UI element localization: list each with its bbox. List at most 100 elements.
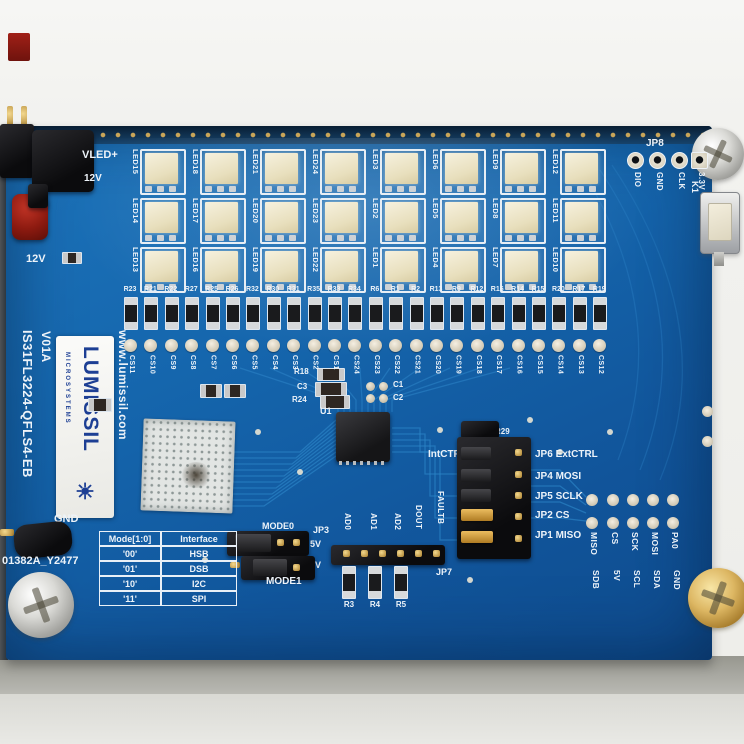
solder-blob	[180, 462, 212, 488]
led-pad	[529, 235, 536, 241]
led	[200, 149, 246, 195]
right-pad	[627, 494, 639, 506]
c1-label: C1	[393, 380, 404, 389]
right-pad-label: SCL	[632, 570, 642, 589]
led	[560, 247, 606, 293]
led-pad	[397, 284, 404, 290]
resistor-label: R35	[307, 286, 321, 293]
led	[380, 198, 426, 244]
mode0-jumper	[227, 531, 309, 556]
led-label: LED5	[431, 198, 440, 219]
led-pad	[277, 284, 284, 290]
header-pin	[7, 106, 13, 128]
led-pad	[289, 284, 296, 290]
resistor	[328, 297, 342, 330]
led-label: LED8	[491, 198, 500, 219]
led	[260, 198, 306, 244]
led-pad	[565, 186, 572, 192]
jp8-pin-pad	[649, 152, 666, 169]
right-pad	[607, 517, 619, 529]
led-label: LED20	[251, 198, 260, 224]
right-pad-label: MISO	[589, 532, 599, 556]
cs-pad	[287, 339, 301, 352]
cs-pad-label: CS2	[311, 355, 319, 370]
cs-pad-label: CS10	[148, 355, 156, 375]
resistor-label: R14	[511, 286, 525, 293]
cs-pad	[450, 339, 464, 352]
led-label: LED4	[431, 247, 440, 268]
c1-pads	[366, 381, 390, 392]
led-label: LED12	[551, 149, 560, 175]
screw-bottom-right	[688, 568, 744, 628]
c3-label: C3	[297, 382, 308, 391]
led-pad	[397, 235, 404, 241]
cs-pad	[328, 339, 341, 352]
mode-table-cell: '11'	[99, 591, 161, 606]
mode-table-cell: SPI	[161, 591, 237, 606]
led-pad	[157, 186, 164, 192]
right-pad	[607, 494, 619, 506]
led	[320, 149, 366, 195]
r18-component	[317, 368, 345, 381]
ctrl-row-label: JP4 MOSI	[535, 471, 582, 482]
r24-label: R24	[292, 395, 307, 404]
led	[140, 198, 186, 244]
led-pad	[277, 235, 284, 241]
cs-pad	[205, 339, 219, 352]
resistor	[491, 297, 506, 330]
led-label: LED9	[491, 149, 500, 170]
led-pad	[409, 186, 416, 192]
led-die	[265, 251, 298, 282]
led-label: LED6	[431, 149, 440, 170]
cs-pad-label: CS4	[270, 355, 278, 370]
right-pad-label: SDA	[652, 570, 662, 590]
led-pad	[157, 235, 164, 241]
led-pad	[205, 235, 212, 241]
mode1-5v-label: 5V	[310, 560, 322, 570]
led-label: LED24	[311, 149, 320, 175]
resistor	[511, 297, 526, 330]
led	[500, 198, 546, 244]
led-pad	[217, 186, 224, 192]
led-die	[325, 153, 358, 184]
led-pad	[529, 284, 536, 290]
led-pad	[565, 235, 572, 241]
screw-bottom-left	[8, 572, 74, 638]
led-pad	[445, 235, 452, 241]
resistor-label: R23	[123, 286, 137, 293]
mode1-jumper	[241, 556, 315, 580]
jp7-pin	[415, 550, 422, 557]
jp8-pin-label: CLK	[677, 172, 686, 190]
mode0-label: MODE0	[262, 521, 295, 531]
resistor-label: R26	[225, 286, 239, 293]
mode-table-cell: DSB	[161, 561, 237, 576]
led-pad	[409, 235, 416, 241]
jp7-pin	[397, 550, 404, 557]
jack-voltage-label: 12V	[26, 253, 46, 265]
ctrl-jumper-top	[461, 421, 499, 439]
red-object	[8, 33, 30, 61]
led-pad	[337, 284, 344, 290]
led-pad	[445, 186, 452, 192]
resistor-label: R6	[370, 286, 380, 293]
led-pad	[349, 235, 356, 241]
led	[440, 198, 486, 244]
led-die	[325, 202, 358, 233]
led	[380, 149, 426, 195]
cs-pad-label: CS12	[597, 355, 605, 375]
resistor-label: R1	[390, 286, 400, 293]
resistor-label: R32	[245, 286, 259, 293]
r29-label: R29	[495, 427, 510, 436]
jp8-pin-label: GND	[655, 172, 664, 191]
cs-pad-label: CS13	[576, 355, 584, 375]
cs-pad	[164, 339, 178, 352]
resistor	[287, 297, 302, 330]
resistor-label: R13	[429, 286, 443, 293]
mode-table-cell: I2C	[161, 576, 237, 591]
resistor-label: R17	[572, 286, 586, 293]
right-pad-label: 5V	[612, 570, 622, 582]
led-label: LED10	[551, 247, 560, 273]
led-pad	[229, 235, 236, 241]
right-pad	[647, 494, 659, 506]
resistor	[144, 297, 159, 330]
